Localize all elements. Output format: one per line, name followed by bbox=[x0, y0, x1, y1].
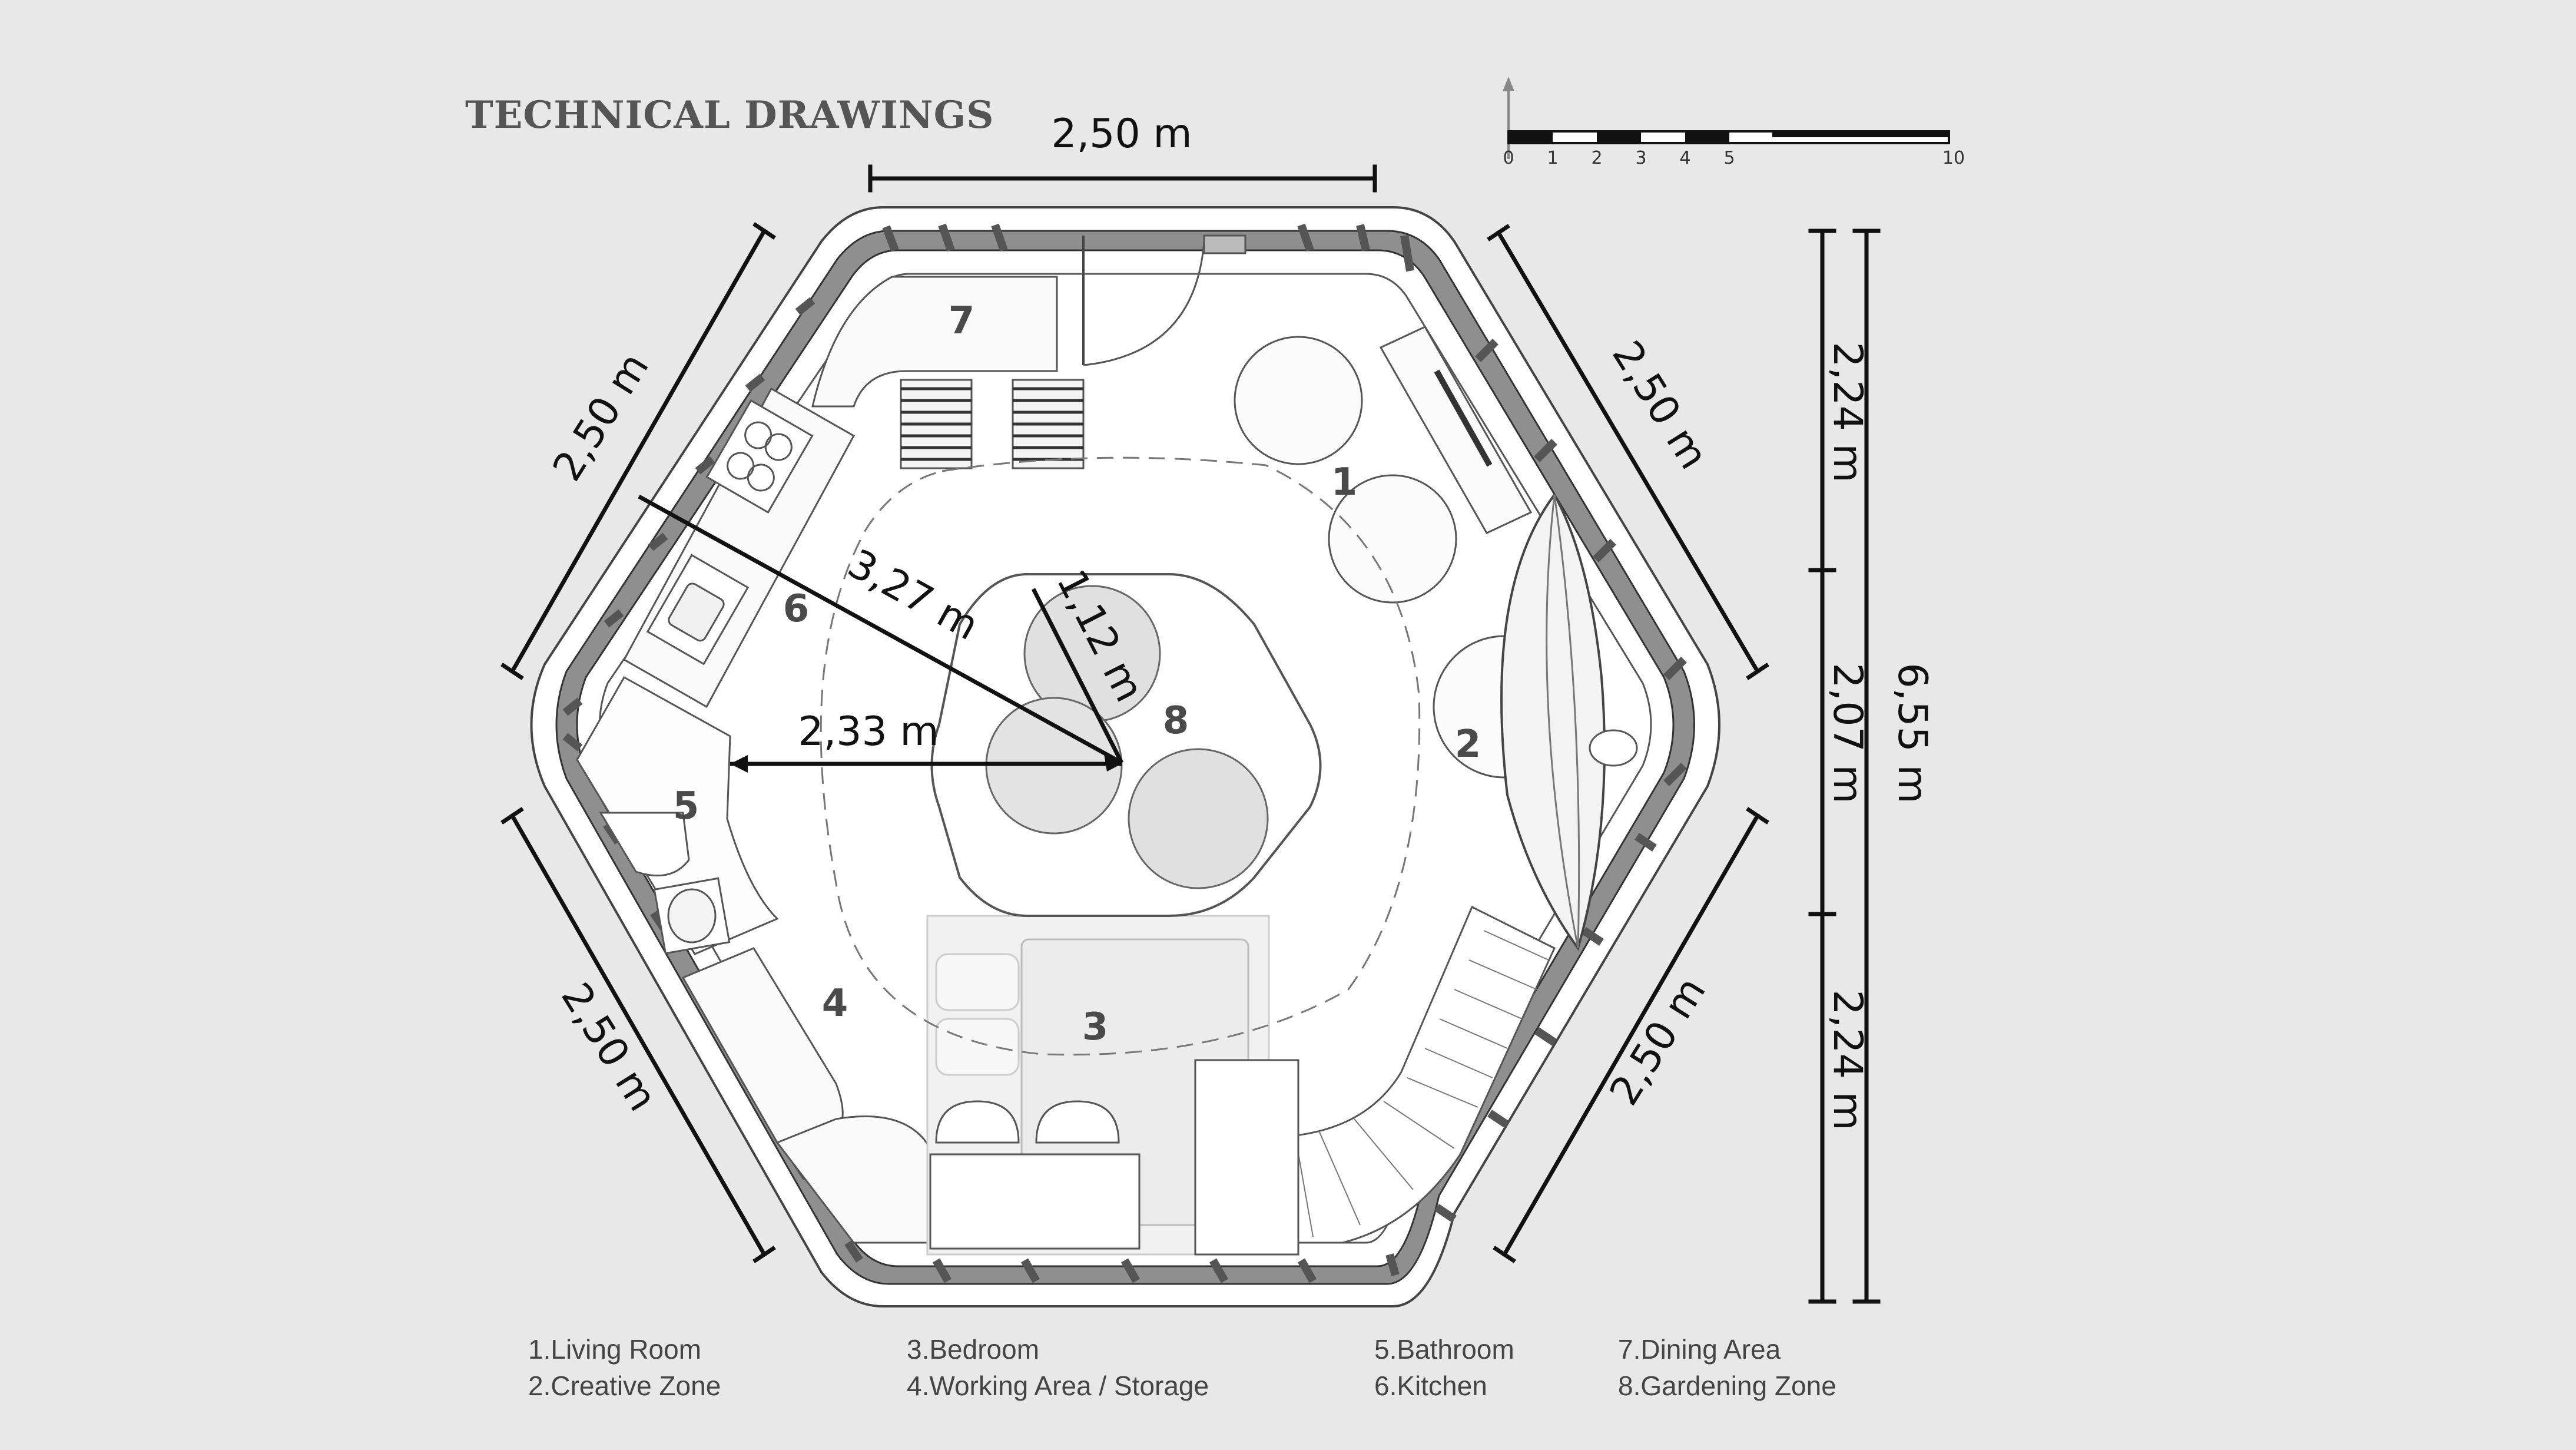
legend-item-working-area: 4.Working Area / Storage bbox=[907, 1370, 1209, 1401]
arrowhead bbox=[1104, 754, 1122, 772]
north-arrow bbox=[1503, 77, 1514, 91]
legend-item-bathroom: 5.Bathroom bbox=[1374, 1334, 1514, 1365]
dim-label-radius-bath: 2,33 m bbox=[798, 709, 939, 755]
room-number-5: 5 bbox=[673, 784, 699, 828]
hammock-pillow bbox=[1589, 729, 1638, 767]
room-number-7: 7 bbox=[949, 299, 975, 343]
scale-tick-label: 3 bbox=[1635, 148, 1646, 168]
legend-column-4: 7.Dining Area 8.Gardening Zone bbox=[1618, 1331, 1836, 1404]
bed-pillow bbox=[935, 1018, 1020, 1076]
room-number-4: 4 bbox=[822, 982, 848, 1025]
scale-tick-label: 10 bbox=[1942, 148, 1965, 168]
bedroom-chair bbox=[935, 1100, 1020, 1144]
legend-item-gardening-zone: 8.Gardening Zone bbox=[1618, 1370, 1836, 1401]
inner-line bbox=[599, 273, 1652, 1244]
living-ottoman bbox=[1234, 336, 1363, 465]
dimension-lines bbox=[500, 164, 1881, 1304]
room-number-2: 2 bbox=[1455, 723, 1481, 766]
radius-line-outer bbox=[638, 494, 1123, 765]
cooktop bbox=[705, 399, 814, 514]
legend-item-bedroom: 3.Bedroom bbox=[907, 1334, 1040, 1365]
bed-pillow bbox=[935, 953, 1020, 1011]
dim-label-lower-left: 2,50 m bbox=[552, 975, 666, 1120]
legend-column-3: 5.Bathroom 6.Kitchen bbox=[1374, 1331, 1514, 1404]
bedroom-chair bbox=[1035, 1100, 1120, 1144]
arrowhead bbox=[730, 755, 748, 773]
room-number-1: 1 bbox=[1331, 461, 1358, 504]
bedside-desk bbox=[929, 1153, 1141, 1250]
staircase bbox=[1282, 905, 1556, 1244]
wardrobe bbox=[1194, 1059, 1299, 1256]
garden-shrub bbox=[1128, 748, 1269, 889]
scale-tick-label: 2 bbox=[1591, 148, 1602, 168]
legend-item-living-room: 1.Living Room bbox=[528, 1334, 702, 1365]
room-number-8: 8 bbox=[1163, 699, 1189, 743]
dim-label-top: 2,50 m bbox=[1051, 111, 1192, 157]
dim-label-upper-left: 2,50 m bbox=[544, 345, 658, 489]
scale-tick-label: 5 bbox=[1723, 148, 1735, 168]
room-numbers: 1 2 3 4 5 6 7 8 bbox=[673, 299, 1481, 1049]
dim-label-right-top: 2,24 m bbox=[1824, 342, 1871, 482]
furniture bbox=[576, 234, 1638, 1256]
circulation-ring bbox=[820, 456, 1421, 1056]
scale-tick-label: 1 bbox=[1547, 148, 1558, 168]
dim-label-upper-right: 2,50 m bbox=[1603, 333, 1717, 478]
tv-console bbox=[1379, 326, 1533, 534]
legend-item-dining-area: 7.Dining Area bbox=[1618, 1334, 1781, 1365]
dim-label-right-total: 6,55 m bbox=[1889, 663, 1935, 803]
radius-line-court bbox=[1031, 588, 1124, 764]
scale-bar: 0 1 2 3 4 5 10 bbox=[1503, 77, 1965, 168]
dim-label-right-bottom: 2,24 m bbox=[1824, 989, 1871, 1130]
dining-counter bbox=[811, 276, 1058, 408]
legend-item-creative-zone: 2.Creative Zone bbox=[528, 1370, 721, 1401]
radius-lines bbox=[638, 494, 1124, 766]
page-title: TECHNICAL DRAWINGS bbox=[465, 93, 994, 137]
room-number-3: 3 bbox=[1082, 1005, 1109, 1049]
scale-tick-label: 0 bbox=[1503, 148, 1514, 168]
room-number-6: 6 bbox=[783, 587, 810, 631]
door-swing bbox=[1083, 241, 1205, 366]
scale-tick-label: 4 bbox=[1679, 148, 1690, 168]
dim-label-right-mid: 2,07 m bbox=[1824, 663, 1871, 803]
legend-item-kitchen: 6.Kitchen bbox=[1374, 1370, 1487, 1401]
legend-column-2: 3.Bedroom 4.Working Area / Storage bbox=[907, 1331, 1209, 1404]
legend-column-1: 1.Living Room 2.Creative Zone bbox=[528, 1331, 721, 1404]
toilet bbox=[599, 812, 690, 877]
living-ottoman bbox=[1328, 474, 1457, 604]
